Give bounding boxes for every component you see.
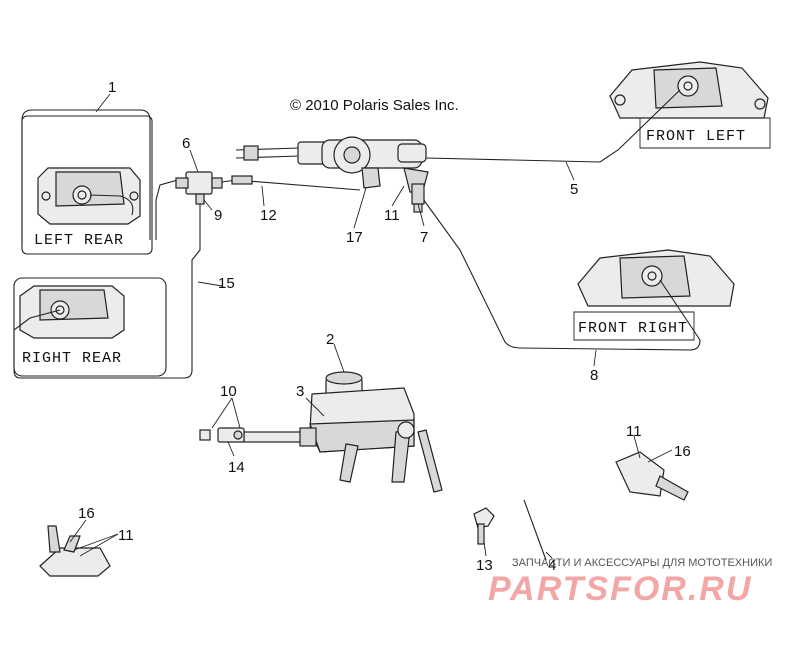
callout-2: 2 xyxy=(326,331,334,348)
callout-5: 5 xyxy=(570,181,578,198)
front-right-label: FRONT RIGHT xyxy=(578,320,688,337)
fitting-7 xyxy=(411,183,425,213)
callouts: 1 6 9 12 17 11 7 5 15 2 3 8 10 14 11 16 … xyxy=(78,79,691,574)
front-right-caliper-drawing xyxy=(577,249,735,307)
front-right-caliper-group: FRONT RIGHT xyxy=(573,249,735,341)
callout-15: 15 xyxy=(218,275,235,292)
right-rear-label: RIGHT REAR xyxy=(22,350,122,367)
callout-1: 1 xyxy=(108,79,116,96)
watermark-brand: PARTSFOR.RU xyxy=(488,570,752,608)
callout-4: 4 xyxy=(548,557,556,574)
left-rear-label: LEFT REAR xyxy=(34,232,124,249)
left-rear-caliper-drawing xyxy=(37,167,141,225)
front-left-caliper-drawing xyxy=(609,61,769,119)
callout-13: 13 xyxy=(476,557,493,574)
junction-block-6 xyxy=(175,171,223,205)
clevis-10-14 xyxy=(199,427,245,443)
callout-11-left: 11 xyxy=(118,527,134,544)
front-left-caliper-group: FRONT LEFT xyxy=(609,61,771,149)
callout-12: 12 xyxy=(260,207,277,224)
right-rear-caliper-drawing xyxy=(19,285,125,339)
master-cylinder-top xyxy=(235,136,429,195)
master-cylinder-main xyxy=(243,371,443,493)
callout-6: 6 xyxy=(182,135,190,152)
right-rear-caliper-group: RIGHT REAR xyxy=(13,277,167,377)
callout-11-right: 11 xyxy=(626,423,642,440)
callout-3: 3 xyxy=(296,383,304,400)
brake-line-1 xyxy=(21,109,151,244)
brake-line-8 xyxy=(417,191,701,351)
watermark-tagline: ЗАПЧАСТИ И АКСЕССУАРЫ ДЛЯ МОТОТЕХНИКИ xyxy=(512,557,772,569)
front-left-label: FRONT LEFT xyxy=(646,128,746,145)
switch-assembly-right xyxy=(615,451,689,501)
left-rear-caliper-group: LEFT REAR xyxy=(21,115,153,255)
watermark: ЗАПЧАСТИ И АКСЕССУАРЫ ДЛЯ МОТОТЕХНИКИ PA… xyxy=(488,557,772,608)
callout-9: 9 xyxy=(214,207,222,224)
part-13 xyxy=(473,507,495,545)
part-4-rod xyxy=(523,499,547,561)
switch-assembly-left xyxy=(39,525,111,577)
callout-7: 7 xyxy=(420,229,428,246)
callout-17: 17 xyxy=(346,229,363,246)
leader-lines xyxy=(69,93,673,559)
callout-14: 14 xyxy=(228,459,245,476)
callout-10: 10 xyxy=(220,383,237,400)
callout-8: 8 xyxy=(590,367,598,384)
brake-line-15 xyxy=(13,204,201,379)
copyright-text: © 2010 Polaris Sales Inc. xyxy=(290,97,459,114)
callout-11-top: 11 xyxy=(384,207,400,224)
callout-16-right: 16 xyxy=(674,443,691,460)
callout-16-left: 16 xyxy=(78,505,95,522)
brake-line-5 xyxy=(425,89,681,163)
